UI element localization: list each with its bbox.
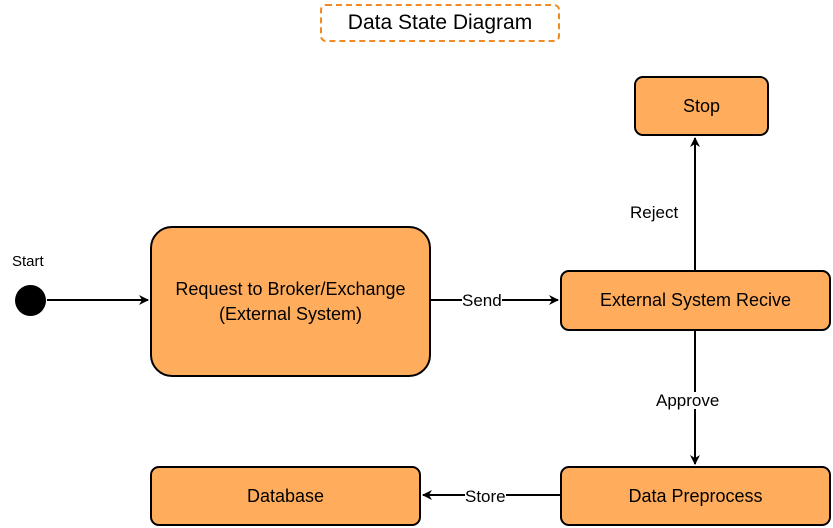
transition-label-approve: Approve xyxy=(656,391,720,410)
state-data-preprocess: Data Preprocess xyxy=(560,466,831,526)
state-request-line-1: Request to Broker/Exchange xyxy=(175,279,406,300)
state-database: Database xyxy=(150,466,421,526)
state-request-line-2: (External System) xyxy=(218,303,363,324)
state-stop: Stop xyxy=(634,76,769,136)
transition-label-store: Store xyxy=(465,487,506,506)
transition-label-send: Send xyxy=(462,291,502,310)
start-label: Start xyxy=(12,253,44,270)
initial-state-node xyxy=(15,285,46,316)
state-external-system-receive: External System Recive xyxy=(560,270,831,331)
state-request-to-broker: Request to Broker/Exchange (External Sys… xyxy=(150,226,431,377)
diagram-title: Data State Diagram xyxy=(320,4,560,42)
transition-label-reject: Reject xyxy=(630,203,679,222)
